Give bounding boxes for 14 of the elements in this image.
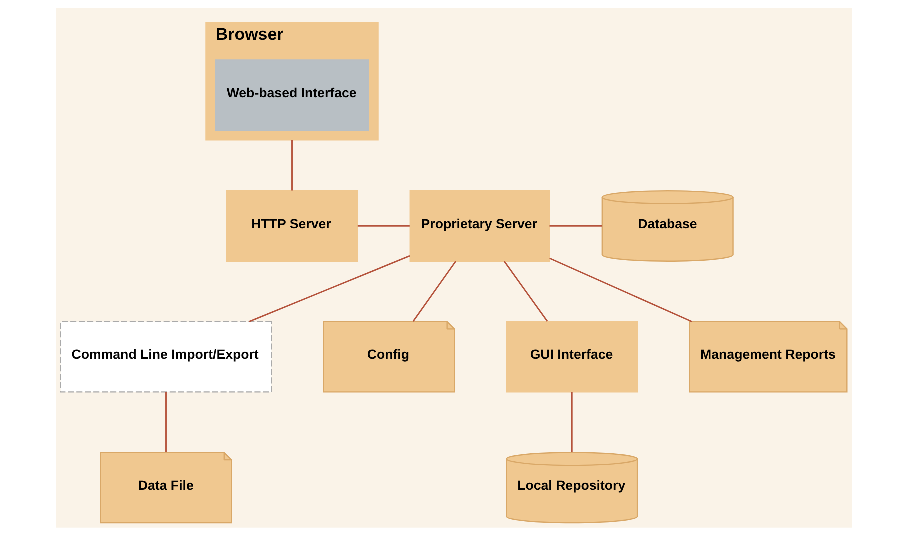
node-box: GUI Interface — [506, 321, 638, 393]
connector — [570, 392, 572, 452]
connector — [248, 255, 410, 322]
connector — [412, 261, 456, 322]
connector — [291, 140, 292, 191]
node-box: HTTP Server — [226, 190, 358, 262]
node-box: Proprietary Server — [409, 190, 550, 262]
connector — [165, 392, 166, 452]
node-box: Command Line Import/Export — [60, 321, 272, 393]
connector — [549, 258, 692, 323]
connector — [357, 225, 410, 227]
node-box: Web-based Interface — [214, 60, 369, 132]
connector — [503, 261, 548, 322]
connector — [549, 225, 602, 227]
